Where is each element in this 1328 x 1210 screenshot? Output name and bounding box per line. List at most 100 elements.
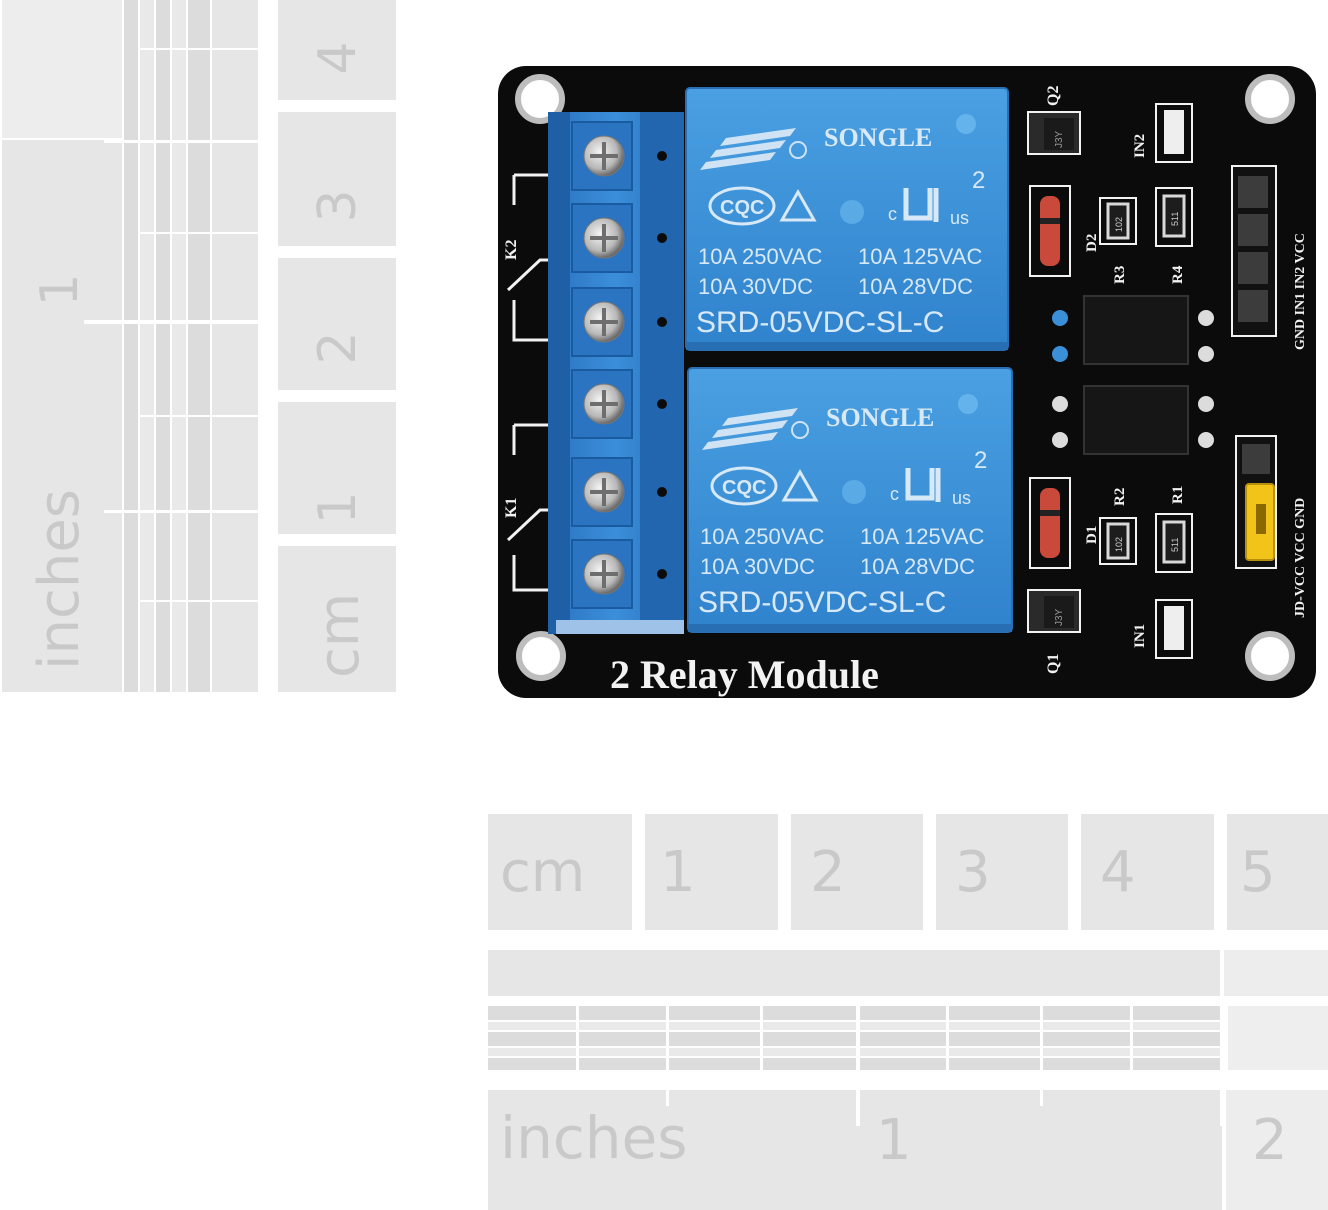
bottom-ruler-cm-block-4 (1081, 814, 1214, 930)
terminal-screw[interactable] (571, 203, 633, 273)
left-ruler-inch-strip-1 (124, 0, 138, 692)
jumper-header: JD-VCC VCC GND (1235, 435, 1308, 618)
mounting-hole (1245, 631, 1295, 681)
bottom-ruler-cm-tick-2: 2 (810, 840, 846, 905)
terminal-wire-hole (657, 233, 667, 243)
registered-icon (791, 421, 809, 439)
mounting-hole (516, 631, 566, 681)
label-q1: Q1 (1045, 654, 1062, 674)
label-d1: D1 (1084, 526, 1100, 544)
relay-rating: 10A 250VAC (700, 524, 824, 549)
led-in2: IN2 (1132, 103, 1193, 163)
left-ruler-cm-block-1 (278, 402, 396, 534)
left-ruler-cm-block-3 (278, 112, 396, 246)
bottom-ruler-tick (1220, 1006, 1224, 1126)
bottom-ruler-strip-3 (488, 1032, 1220, 1046)
terminal-screws (571, 121, 633, 609)
optocoupler-top (1052, 295, 1214, 365)
relay-rating: 10A 125VAC (860, 524, 984, 549)
led-in1: IN1 (1132, 599, 1193, 659)
relay-indicator-dot (958, 394, 978, 414)
relay-center-dot (842, 480, 866, 504)
bottom-ruler-tick (1040, 1006, 1043, 1106)
registered-icon (789, 141, 807, 159)
warning-triangle-icon (779, 188, 817, 222)
terminal-side (548, 112, 570, 634)
q1-marking: J3Y (1054, 608, 1065, 626)
bottom-ruler-tick (856, 1006, 860, 1126)
ul-mark-icon (903, 188, 939, 222)
resistor-r2: 102 R2 (1099, 488, 1137, 565)
bottom-ruler-inch-band-2 (1224, 950, 1328, 996)
label-in1: IN1 (1132, 624, 1148, 648)
bottom-ruler-cm-tick-3: 3 (955, 840, 991, 905)
label-r2: R2 (1112, 488, 1128, 506)
q2-body (1044, 118, 1074, 150)
left-ruler-tick (140, 48, 262, 50)
screw-terminal-block (548, 112, 684, 634)
relay-brand: SONGLE (824, 123, 932, 152)
r4-marking: 511 (1170, 212, 1180, 226)
bottom-ruler-cm-label: cm (500, 840, 586, 905)
terminal-wire-hole (657, 569, 667, 579)
left-ruler-inch-strip-6 (212, 0, 258, 692)
bottom-ruler-strip-4 (488, 1048, 1220, 1056)
left-ruler-cm-block-4 (278, 0, 396, 100)
relay-rating: 10A 250VAC (698, 244, 822, 269)
terminal-screw[interactable] (571, 457, 633, 527)
left-ruler-tick (84, 320, 262, 324)
bottom-ruler-cm-tick-4: 4 (1100, 840, 1136, 905)
cqc-mark-icon (708, 186, 776, 226)
relay-cert-c: c (890, 484, 899, 504)
terminal-back (640, 112, 684, 634)
bottom-ruler-tick (666, 1006, 669, 1106)
terminal-wire-hole (657, 487, 667, 497)
silkscreen-outlines (506, 173, 548, 592)
transistor-q2: J3Y Q2 (1027, 86, 1081, 155)
header-pin-labels: GND IN1 IN2 VCC (1293, 233, 1308, 350)
bottom-ruler-cm-block-3 (936, 814, 1068, 930)
songle-logo-icon (700, 128, 796, 170)
bottom-ruler-strip-5 (488, 1058, 1220, 1070)
relay-indicator-dot (956, 114, 976, 134)
label-r1: R1 (1170, 486, 1186, 504)
transistor-q1: J3Y Q1 (1027, 589, 1081, 674)
label-k1: K1 (503, 498, 520, 518)
mounting-hole (515, 74, 565, 124)
diode-d2: D2 (1029, 185, 1100, 277)
terminal-screw[interactable] (571, 369, 633, 439)
relay-cert-us: us (950, 208, 969, 228)
left-ruler-inch-strip-2 (140, 0, 154, 692)
left-ruler-cm-block-0 (278, 546, 396, 692)
mounting-holes (515, 74, 1295, 681)
bottom-ruler-strip-right (1228, 1006, 1328, 1070)
terminal-screw[interactable] (571, 287, 633, 357)
relay-channel: 2 (974, 447, 987, 474)
terminal-base (556, 620, 684, 634)
bottom-ruler-cm-block-0 (488, 814, 632, 930)
resistor-r4: 511 R4 (1155, 187, 1193, 284)
terminal-wire-hole (657, 151, 667, 161)
ul-mark-icon (905, 468, 941, 502)
d2-body (1040, 196, 1060, 266)
resistor-r3: 102 R3 (1099, 197, 1137, 284)
q2-marking: J3Y (1054, 130, 1065, 148)
relay-channel: 2 (972, 167, 985, 194)
relay-cert-c: c (888, 204, 897, 224)
bottom-ruler-tick (576, 1006, 579, 1070)
bottom-ruler-strip-2 (488, 1022, 1220, 1030)
left-ruler-inch-block-top (2, 0, 122, 138)
terminal-screw[interactable] (571, 121, 633, 191)
bottom-ruler-cm-tick-5: 5 (1240, 840, 1276, 905)
bottom-ruler-tick (760, 1006, 763, 1070)
left-ruler-tick (140, 415, 262, 417)
board-caption: 2 Relay Module (610, 652, 879, 697)
label-k2: K2 (503, 240, 520, 260)
bottom-ruler-inch-band (488, 950, 1220, 996)
optocoupler-bottom (1052, 385, 1214, 455)
left-ruler-tick (104, 510, 262, 513)
label-in2: IN2 (1132, 134, 1148, 158)
label-d2: D2 (1084, 234, 1100, 252)
terminal-screw[interactable] (571, 539, 633, 609)
relay-brand: SONGLE (826, 403, 934, 432)
